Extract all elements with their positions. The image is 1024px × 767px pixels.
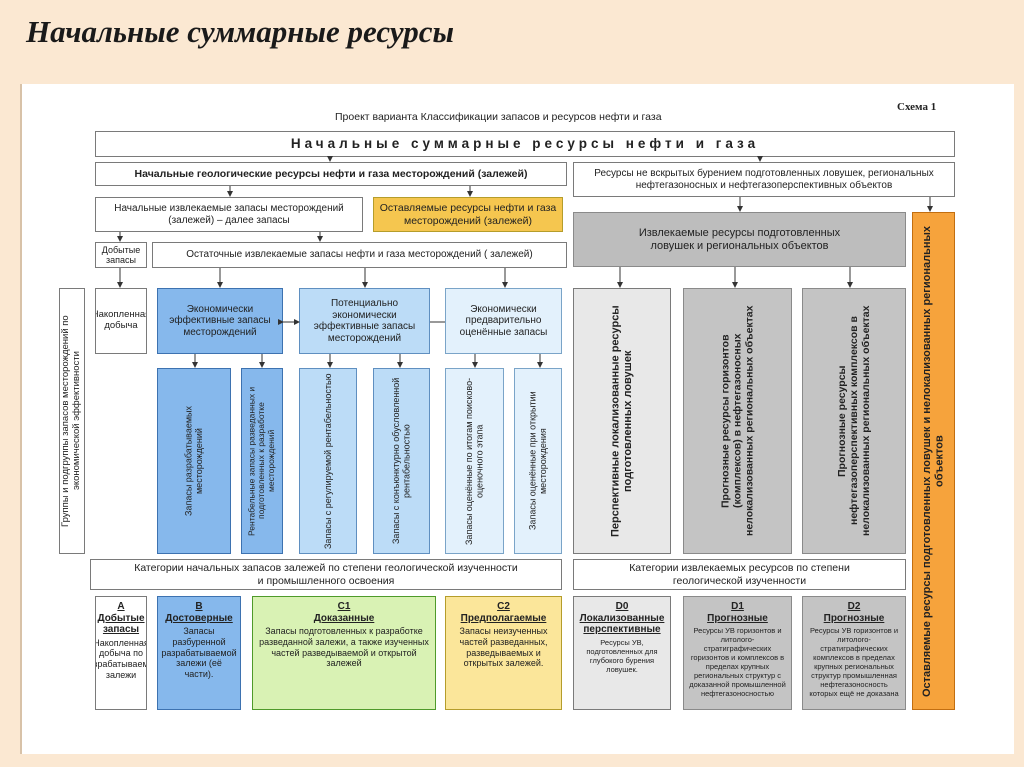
category-desc: Ресурсы УВ, подготовленных для глубокого… (586, 637, 658, 674)
category-desc: Накопленная добыча по разрабатываемой за… (95, 637, 147, 680)
category-desc: Ресурсы УВ горизонтов и литолого-стратиг… (689, 626, 786, 698)
category-code: B (195, 601, 203, 612)
category-code: C1 (337, 601, 351, 612)
left-resources-vertical: Оставляемые ресурсы подготовленных ловуш… (912, 212, 955, 710)
category-d2: D2 Прогнозные Ресурсы УВ горизонтов и ли… (802, 596, 906, 710)
category-code: D1 (731, 601, 744, 612)
perspective-resources-box: Перспективные локализованные ресурсы под… (573, 288, 671, 554)
category-c1: C1 Доказанные Запасы подготовленных к ра… (252, 596, 436, 710)
sub-regulated-reserves: Запасы с регулируемой рентабельностью (299, 368, 357, 554)
resources-categories-title: Категории извлекаемых ресурсов по степен… (573, 559, 906, 590)
produced-reserves-box: Добытые запасы (95, 242, 147, 268)
category-name: Локализованные перспективные (579, 612, 665, 636)
geo-resources-box: Начальные геологические ресурсы нефти и … (95, 162, 567, 186)
sub-search-stage-reserves: Запасы оценённые по итогам поисково-оцен… (445, 368, 504, 554)
category-d1: D1 Прогнозные Ресурсы УВ горизонтов и ли… (683, 596, 792, 710)
recoverable-resources-box: Извлекаемые ресурсы подготовленных ловуш… (573, 212, 906, 267)
category-desc: Запасы подготовленных к разработке разве… (259, 626, 429, 669)
category-c2: C2 Предполагаемые Запасы неизученных час… (445, 596, 562, 710)
total-resources-box: Начальные суммарные ресурсы нефти и газа (95, 131, 955, 157)
category-code: D0 (615, 601, 629, 612)
scheme-label: Схема 1 (897, 101, 937, 113)
category-name: Прогнозные (823, 612, 885, 624)
category-desc: Запасы неизученных частей разведанных, р… (459, 626, 548, 669)
forecast-resources-2: Прогнозные ресурсы нефтегазоперспективны… (802, 288, 906, 554)
category-code: D2 (847, 601, 861, 612)
category-name: Предполагаемые (460, 612, 547, 624)
sub-discovery-reserves: Запасы оценённые при открытии месторожде… (514, 368, 562, 554)
forecast-resources-1: Прогнозные ресурсы горизонтов (комплексо… (683, 288, 792, 554)
sub-conjuncture-reserves: Запасы с конъюнктурно обусловленной рент… (373, 368, 430, 554)
category-name: Прогнозные (707, 612, 768, 624)
category-desc: Ресурсы УВ горизонтов и литолого-стратиг… (809, 626, 899, 698)
left-resources-box: Оставляемые ресурсы нефти и газа месторо… (373, 197, 563, 232)
category-name: Достоверные (165, 612, 233, 624)
sub-developed-reserves: Запасы разрабатываемых месторождений (157, 368, 231, 554)
category-name: Доказанные (313, 612, 375, 624)
reserves-categories-title: Категории начальных запасов залежей по с… (90, 559, 562, 590)
category-a: A Добытые запасы Накопленная добыча по р… (95, 596, 147, 710)
potential-effective-box: Потенциально экономически эффективные за… (299, 288, 430, 354)
groups-label: Группы и подгруппы запасов месторождений… (59, 288, 85, 554)
category-name: Добытые запасы (97, 612, 145, 636)
eco-effective-box: Экономически эффективные запасы месторож… (157, 288, 283, 354)
project-title: Проект варианта Классификации запасов и … (335, 111, 662, 123)
category-code: C2 (497, 601, 510, 612)
accumulated-box: Накопленная добыча (95, 288, 147, 354)
sub-profitable-reserves: Рентабельные запасы разведанных и подгот… (241, 368, 283, 554)
undrilled-resources-box: Ресурсы не вскрытых бурением подготовлен… (573, 162, 955, 197)
eco-estimated-box: Экономически предварительно оценённые за… (445, 288, 562, 354)
recoverable-reserves-box: Начальные извлекаемые запасы месторожден… (95, 197, 363, 232)
category-desc: Запасы разбуренной разрабатываемой залеж… (161, 626, 237, 680)
slide-title: Начальные суммарные ресурсы (26, 14, 455, 49)
residual-reserves-box: Остаточные извлекаемые запасы нефти и га… (152, 242, 567, 268)
category-d0: D0 Локализованные перспективные Ресурсы … (573, 596, 671, 710)
category-b: B Достоверные Запасы разбуренной разраба… (157, 596, 241, 710)
category-code: A (117, 601, 125, 612)
